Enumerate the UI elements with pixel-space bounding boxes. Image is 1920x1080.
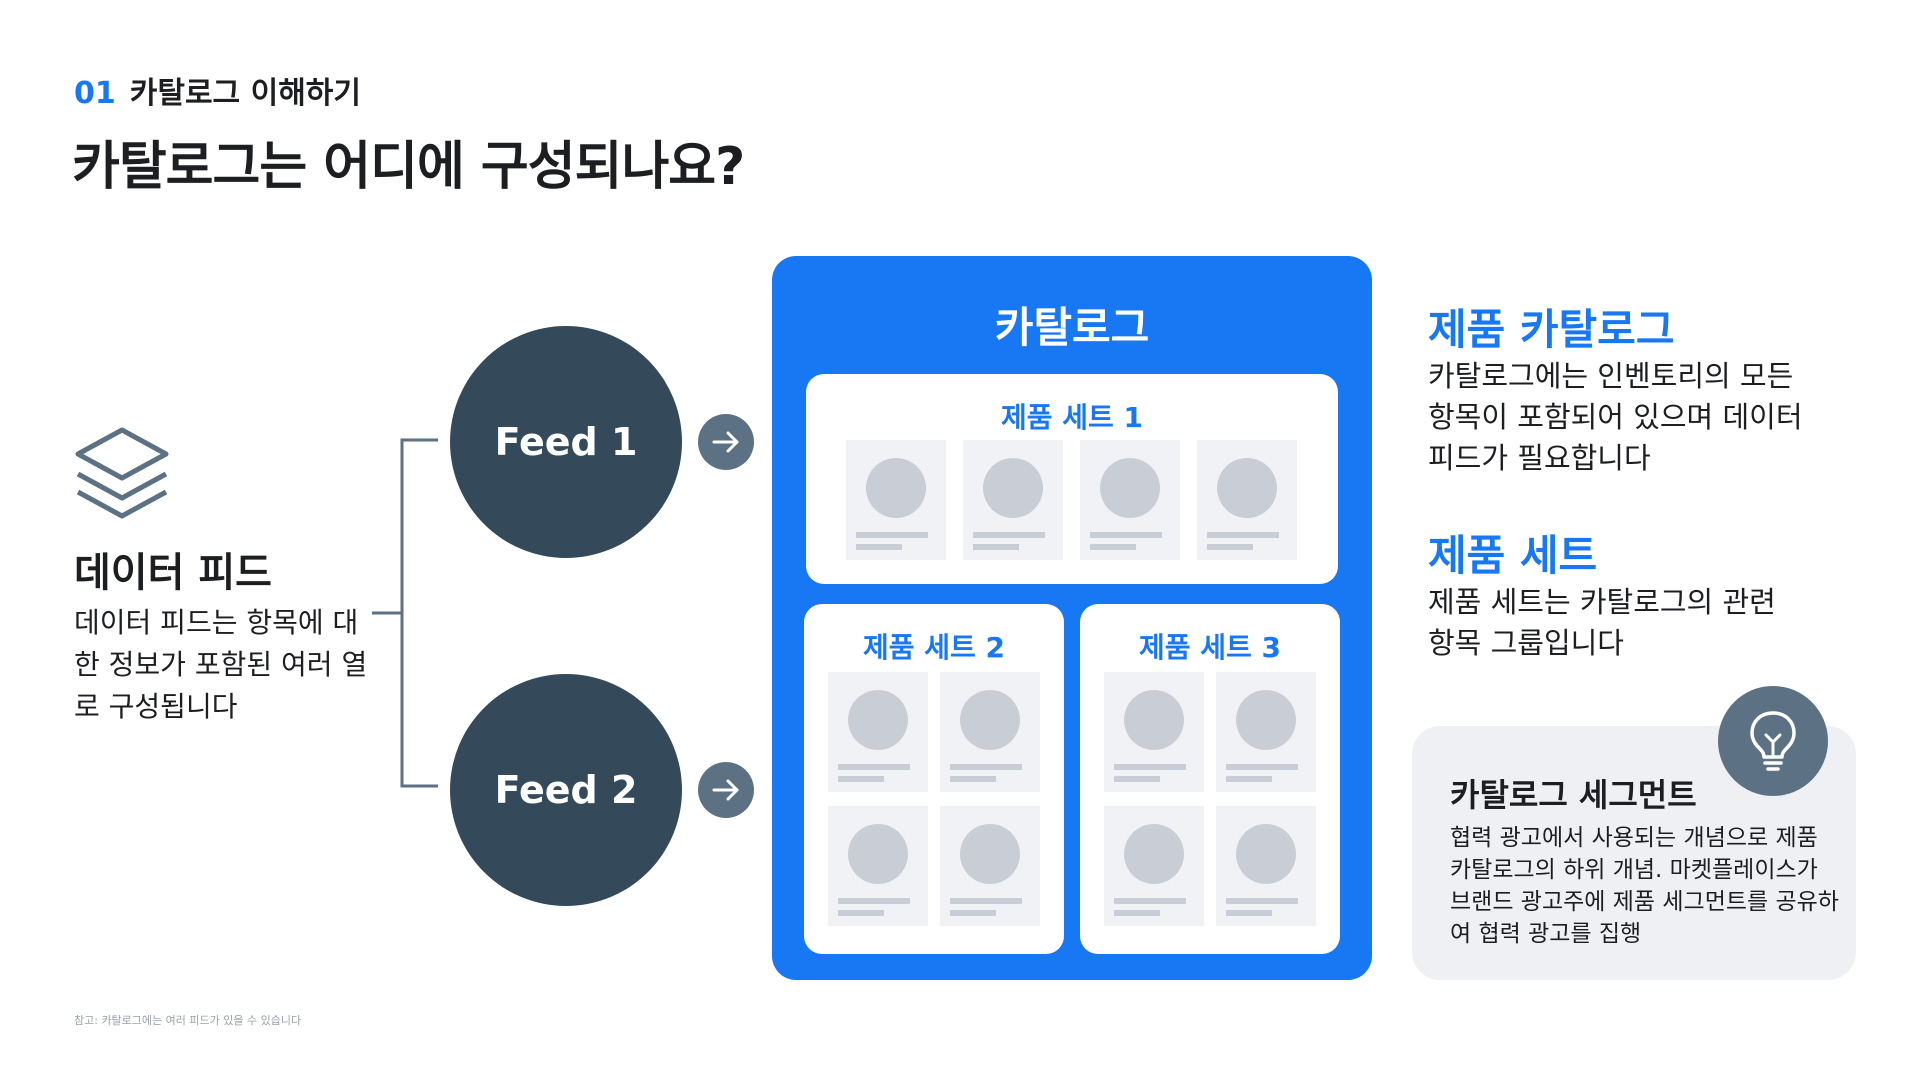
section-label: 01 카탈로그 이해하기 [74,68,361,112]
product-image-icon [848,824,908,884]
product-image-icon [1124,824,1184,884]
product-set-heading: 제품 세트 [1428,531,1598,580]
product-set-2: 제품 세트 2 [804,604,1064,954]
product-placeholder [1216,672,1316,792]
product-image-icon [983,458,1043,518]
product-catalog-heading: 제품 카탈로그 [1428,305,1675,354]
product-placeholder [1080,440,1180,560]
product-placeholder [1216,806,1316,926]
product-placeholder [1104,806,1204,926]
section-name: 카탈로그 이해하기 [129,76,361,111]
lightbulb-icon [1718,686,1828,796]
product-image-icon [1100,458,1160,518]
catalog-segment-heading: 카탈로그 세그먼트 [1450,776,1697,814]
catalog-segment-description: 협력 광고에서 사용되는 개념으로 제품 카탈로그의 하위 개념. 마켓플레이스… [1450,825,1839,947]
product-placeholder [828,806,928,926]
product-catalog-description: 카탈로그에는 인벤토리의 모든 항목이 포함되어 있으며 데이터 피드가 필요합… [1428,359,1803,475]
product-placeholder [846,440,946,560]
feed-circle-1: Feed 1 [450,326,682,558]
feed-circle-2: Feed 2 [450,674,682,906]
product-image-icon [1236,824,1296,884]
product-placeholder [940,672,1040,792]
product-set-1: 제품 세트 1 [806,374,1338,584]
data-feed-heading: 데이터 피드 [74,550,272,596]
product-set-title: 제품 세트 1 [1000,401,1144,434]
product-set-description: 제품 세트는 카탈로그의 관련 항목 그룹입니다 [1428,585,1776,660]
section-number: 01 [74,76,116,111]
product-image-icon [866,458,926,518]
product-image-icon [1124,690,1184,750]
product-image-icon [848,690,908,750]
page-title: 카탈로그는 어디에 구성되나요? [72,137,745,197]
product-image-icon [1236,690,1296,750]
data-feed-description: 데이터 피드는 항목에 대한 정보가 포함된 여러 열로 구성됩니다 [74,606,368,723]
layers-icon [75,427,169,519]
catalog-title: 카탈로그 [994,303,1150,352]
product-placeholder [828,672,928,792]
product-placeholder [1197,440,1297,560]
arrow-right-icon [698,762,754,818]
footnote: 참고: 카탈로그에는 여러 피드가 있을 수 있습니다 [74,1014,302,1027]
product-placeholder [1104,672,1204,792]
feed-bracket [372,438,438,788]
product-set-title: 제품 세트 3 [1138,631,1282,664]
product-image-icon [960,824,1020,884]
product-set-3: 제품 세트 3 [1080,604,1340,954]
product-set-title: 제품 세트 2 [862,631,1006,664]
product-placeholder [963,440,1063,560]
catalog-box: 카탈로그 제품 세트 1 제품 세트 2 제품 세트 3 [772,256,1372,980]
arrow-right-icon [698,414,754,470]
product-placeholder [940,806,1040,926]
product-image-icon [1217,458,1277,518]
product-image-icon [960,690,1020,750]
